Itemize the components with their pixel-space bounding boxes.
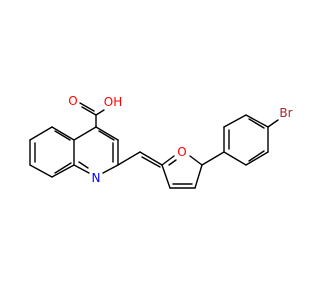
bond — [51, 164, 75, 178]
double-bond-inner — [98, 130, 115, 141]
double-bond-inner — [54, 162, 72, 174]
bond — [245, 151, 269, 166]
molecule-canvas: O OH N O Br — [29, 94, 293, 189]
bond — [189, 155, 203, 166]
bond — [95, 109, 105, 116]
double-bond-inner — [248, 150, 265, 162]
bond — [223, 151, 247, 166]
double-bond — [141, 156, 161, 168]
bromine-label: Br — [279, 106, 292, 120]
bond — [194, 164, 203, 189]
double-bond-inner — [78, 161, 89, 169]
bond — [95, 126, 119, 141]
structure-diagram: O OH N O Br — [29, 94, 293, 189]
bond — [161, 164, 171, 189]
bond — [223, 114, 247, 128]
bond — [29, 164, 53, 178]
bond — [161, 155, 175, 166]
bond-lines — [29, 102, 279, 189]
bond — [73, 126, 97, 141]
nitrogen-label: N — [92, 171, 101, 185]
bond — [139, 151, 163, 166]
oxygen-furan-label: O — [177, 145, 186, 159]
double-bond-inner — [168, 159, 177, 166]
double-bond-inner — [248, 118, 265, 129]
bond — [51, 126, 75, 141]
bond — [102, 164, 119, 174]
bond — [73, 164, 90, 174]
bond — [201, 151, 225, 166]
bond — [29, 126, 53, 141]
bond — [245, 114, 269, 128]
double-bond — [79, 102, 95, 112]
bond — [117, 151, 141, 166]
bond — [81, 106, 97, 116]
oxygen-carbonyl-label: O — [68, 94, 77, 108]
hydroxyl-label: OH — [104, 95, 122, 109]
bond — [267, 119, 279, 128]
double-bond-inner — [54, 130, 71, 141]
